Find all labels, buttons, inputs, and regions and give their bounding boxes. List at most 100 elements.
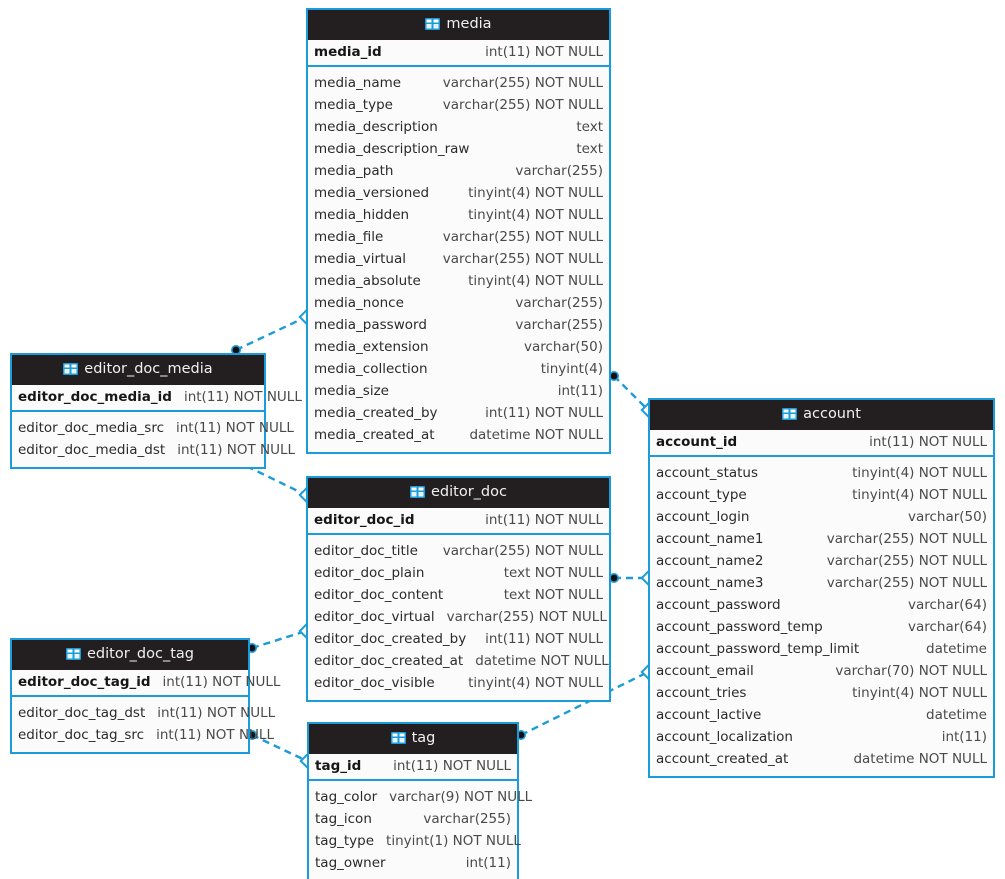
column-row[interactable]: media_type varchar(255) NOT NULL (314, 94, 603, 116)
relation-dot-marker (608, 572, 619, 583)
column-name: account_name2 (656, 552, 764, 569)
entity-header-editor-doc-media[interactable]: editor_doc_media (12, 355, 264, 385)
column-type: varchar(255) NOT NULL (826, 530, 987, 547)
entity-header-tag[interactable]: tag (309, 724, 517, 754)
column-type: tinyint(4) NOT NULL (468, 272, 603, 289)
entity-media[interactable]: media media_id int(11) NOT NULL media_na… (306, 8, 611, 454)
primary-key-row[interactable]: editor_doc_media_id int(11) NOT NULL (12, 384, 302, 412)
entity-header-media[interactable]: media (308, 10, 609, 40)
column-type: varchar(255) NOT NULL (442, 96, 603, 113)
entity-editor-doc[interactable]: editor_doc editor_doc_id int(11) NOT NUL… (306, 476, 611, 702)
column-row[interactable]: media_collection tinyint(4) (314, 358, 603, 380)
column-name: media_collection (314, 360, 428, 377)
column-type: varchar(50) (523, 338, 603, 355)
column-type: varchar(9) NOT NULL (389, 788, 533, 805)
column-type: int(11) NOT NULL (156, 726, 274, 743)
column-name: media_description_raw (314, 140, 470, 157)
column-name: media_file (314, 228, 384, 245)
column-name: account_lactive (656, 706, 762, 723)
entity-editor-doc-media[interactable]: editor_doc_media editor_doc_media_id int… (10, 353, 302, 469)
column-row[interactable]: editor_doc_tag_dst int(11) NOT NULL (18, 702, 275, 724)
entity-title: tag (411, 730, 436, 746)
primary-key-row[interactable]: tag_id int(11) NOT NULL (309, 753, 517, 781)
column-name: account_email (656, 662, 754, 679)
column-name: editor_doc_tag_dst (18, 704, 146, 721)
primary-key-row[interactable]: editor_doc_tag_id int(11) NOT NULL (12, 669, 280, 697)
column-type: int(11) NOT NULL (485, 511, 603, 528)
entity-title: editor_doc_media (84, 361, 213, 377)
column-name: tag_type (315, 832, 375, 849)
primary-key-row[interactable]: account_id int(11) NOT NULL (650, 429, 993, 457)
entity-editor-doc-tag[interactable]: editor_doc_tag editor_doc_tag_id int(11)… (10, 638, 280, 754)
entity-header-editor-doc-tag[interactable]: editor_doc_tag (12, 640, 248, 670)
primary-key-row[interactable]: media_id int(11) NOT NULL (308, 39, 609, 67)
column-type: tinyint(4) NOT NULL (852, 464, 987, 481)
column-name: editor_doc_media_dst (18, 441, 166, 458)
column-name: editor_doc_tag_id (18, 673, 151, 690)
column-type: int(11) NOT NULL (157, 704, 276, 721)
primary-key-row[interactable]: editor_doc_id int(11) NOT NULL (308, 507, 609, 535)
column-name: media_absolute (314, 272, 421, 289)
entity-header-editor-doc[interactable]: editor_doc (308, 478, 609, 508)
column-name: media_type (314, 96, 393, 113)
entity-account[interactable]: account account_id int(11) NOT NULL acco… (648, 398, 995, 778)
column-row[interactable]: media_file varchar(255) NOT NULL (314, 226, 603, 248)
column-type: tinyint(4) (540, 360, 603, 377)
column-type: varchar(255) NOT NULL (442, 228, 603, 245)
column-name: media_password (314, 316, 427, 333)
column-type: datetime NOT NULL (469, 426, 603, 443)
column-row[interactable]: media_absolute tinyint(4) NOT NULL (314, 270, 603, 292)
column-type: varchar(64) (907, 618, 987, 635)
column-list: editor_doc_tag_dst int(11) NOT NULL edito… (12, 696, 275, 752)
relation-dot-marker (608, 370, 619, 381)
column-type: int(11) NOT NULL (393, 757, 511, 774)
column-name: editor_doc_media_src (18, 419, 164, 436)
column-name: media_versioned (314, 184, 430, 201)
entity-header-account[interactable]: account (650, 400, 993, 430)
